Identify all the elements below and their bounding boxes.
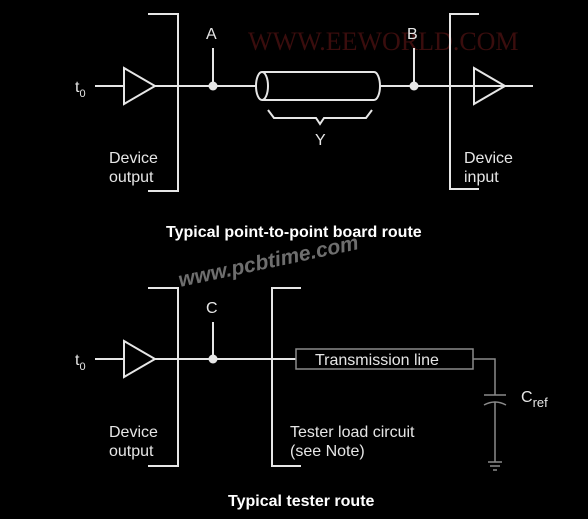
tester-load-line1: Tester load circuit xyxy=(290,424,415,441)
y-length-brace xyxy=(267,109,373,126)
device-input-line2: input xyxy=(464,169,499,186)
bottom-diagram xyxy=(95,287,301,467)
top-device-output-line1: Device xyxy=(109,150,158,167)
y-label: Y xyxy=(315,132,326,149)
top-device-output-line2: output xyxy=(109,169,154,186)
top-diagram xyxy=(95,13,533,192)
cref-wire-top xyxy=(473,358,496,395)
node-b-dot xyxy=(409,81,419,91)
top-output-bracket xyxy=(148,13,179,192)
cref-label: Cref xyxy=(521,389,548,410)
bottom-device-output-line1: Device xyxy=(109,424,158,441)
tester-load-line2: (see Note) xyxy=(290,443,365,460)
top-driver-buffer xyxy=(123,66,157,106)
faint-watermark: WWW.EEWORLD.COM xyxy=(248,27,519,56)
top-t0-label: t0 xyxy=(75,79,86,100)
tester-bracket xyxy=(271,287,301,467)
transmission-line-label: Transmission line xyxy=(315,352,439,369)
bottom-device-output-line2: output xyxy=(109,443,154,460)
bottom-t0-label: t0 xyxy=(75,352,86,373)
node-c-dot xyxy=(208,354,218,364)
tester-load xyxy=(295,348,507,471)
bottom-output-bracket xyxy=(148,287,179,467)
node-b-label: B xyxy=(407,26,418,43)
node-a-label: A xyxy=(206,26,217,43)
top-receiver-buffer xyxy=(473,66,507,106)
top-input-bracket xyxy=(449,13,479,190)
bottom-driver-buffer xyxy=(123,339,157,379)
device-input-line1: Device xyxy=(464,150,513,167)
node-c-label: C xyxy=(206,300,218,317)
node-a-dot xyxy=(208,81,218,91)
coax-cable xyxy=(255,71,381,101)
top-caption: Typical point-to-point board route xyxy=(166,224,422,241)
bottom-caption: Typical tester route xyxy=(228,493,375,510)
